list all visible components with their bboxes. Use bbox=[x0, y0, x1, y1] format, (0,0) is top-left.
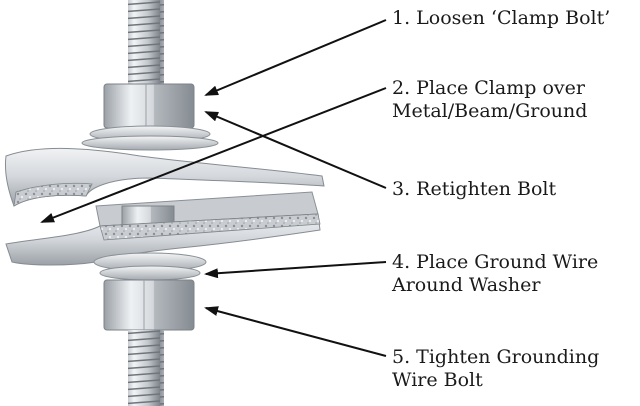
arrow-step-3 bbox=[204, 111, 387, 189]
clamp-bolt-upper-nut bbox=[103, 83, 195, 129]
step-2-line-1: 2. Place Clamp over bbox=[392, 77, 585, 99]
clamp-top-jaw bbox=[5, 147, 325, 207]
step-5-line-1: 5. Tighten Grounding bbox=[392, 346, 600, 368]
bolt-upper-shaft bbox=[128, 0, 164, 88]
arrow-step-4 bbox=[204, 261, 387, 279]
bolt-lower-shaft bbox=[128, 330, 164, 406]
step-5-label: 5. Tighten Grounding Wire Bolt bbox=[392, 346, 599, 392]
step-4-line-2: Around Washer bbox=[392, 274, 541, 296]
step-2-label: 2. Place Clamp over Metal/Beam/Ground bbox=[392, 77, 587, 123]
arrow-step-1 bbox=[204, 19, 387, 96]
step-1-label: 1. Loosen ‘Clamp Bolt’ bbox=[392, 7, 610, 30]
arrow-step-2 bbox=[40, 87, 387, 223]
step-4-line-1: 4. Place Ground Wire bbox=[392, 251, 599, 273]
callout-arrows bbox=[40, 19, 387, 357]
ground-wire-washer bbox=[93, 252, 207, 281]
clamp-bottom-jaw bbox=[5, 213, 321, 266]
arrow-step-5 bbox=[204, 306, 387, 357]
step-1-line-1: 1. Loosen ‘Clamp Bolt’ bbox=[392, 7, 611, 29]
step-4-label: 4. Place Ground Wire Around Washer bbox=[392, 251, 598, 297]
step-2-line-2: Metal/Beam/Ground bbox=[392, 100, 588, 122]
grounding-wire-nut bbox=[103, 279, 195, 331]
step-5-line-2: Wire Bolt bbox=[392, 369, 483, 391]
step-3-line-1: 3. Retighten Bolt bbox=[392, 178, 557, 200]
upper-washer bbox=[81, 125, 219, 151]
step-3-label: 3. Retighten Bolt bbox=[392, 178, 556, 201]
